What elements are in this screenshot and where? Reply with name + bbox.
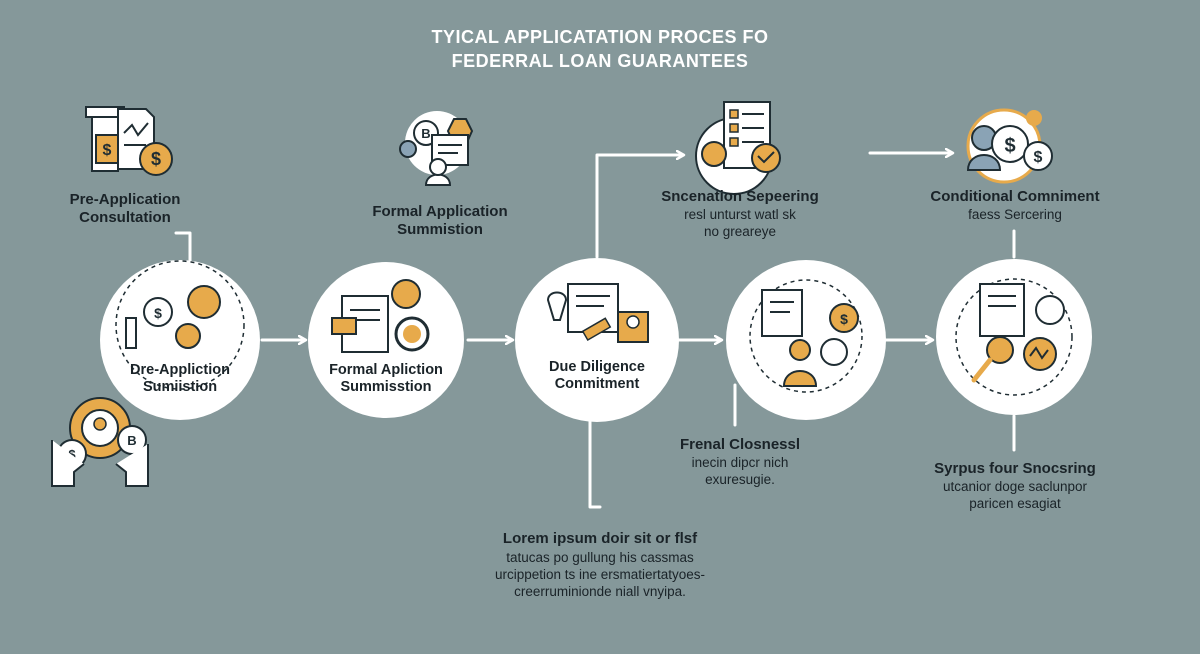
formal-application-label: Formal Application Summistion: [372, 203, 508, 238]
money-document-icon: $ $: [85, 106, 173, 176]
globe-icon: [820, 338, 848, 366]
step4-circle: $: [726, 260, 886, 420]
svg-text:B: B: [421, 126, 430, 141]
svg-text:$: $: [840, 311, 848, 327]
step3-circle: [515, 258, 679, 422]
person-icon: [391, 279, 421, 309]
checklist-document-icon: [695, 101, 781, 195]
conditional-commitment-description: faess Sercering: [968, 207, 1062, 222]
screening-label: Sncenation Sepeering: [661, 188, 819, 205]
person-icon: [626, 315, 640, 329]
arrow-step3-to-top: [595, 155, 683, 259]
svg-text:$: $: [151, 149, 161, 169]
hands-gears-icon: $ B: [51, 397, 149, 487]
svg-text:$: $: [1004, 135, 1015, 157]
people-collaboration-icon: B: [399, 111, 474, 186]
coin-seal-icon: $ $: [966, 108, 1053, 184]
final-closing-label: Frenal Closnessl: [679, 436, 801, 453]
final-closing-description: inecin dipcr nich exuresugie.: [691, 455, 789, 487]
connectors: [174, 153, 1016, 509]
svg-text:$: $: [1034, 149, 1043, 166]
svg-text:B: B: [127, 433, 136, 448]
step2-label: Formal Apliction Summisstion: [329, 362, 443, 395]
coin-icon: [829, 303, 859, 333]
person-icon: [1035, 295, 1065, 325]
step5-circle: [936, 259, 1092, 415]
connector-step3-to-bottom: [588, 420, 602, 509]
magnifier-icon: [986, 336, 1014, 364]
step2-circle: [308, 262, 464, 418]
step1-circle: $: [100, 260, 260, 420]
screening-description: resl unturst watl sk no greareye: [684, 207, 796, 239]
person-icon: [789, 339, 811, 361]
diagram-title-line2: FEDERRAL LOAN GUARANTEES: [451, 51, 749, 71]
svg-text:$: $: [154, 305, 162, 321]
svg-text:$: $: [103, 142, 112, 159]
bottom-step-label: Lorem ipsum doir sit or flsf: [502, 530, 698, 547]
diagram-title-line1: TYICAL APPLICATATION PROCES FO: [431, 27, 769, 47]
bottom-step-description: tatucas po gullung his cassmas urcippeti…: [494, 550, 706, 599]
person-icon: [187, 285, 221, 319]
pre-application-consultation-label: Pre-Application Consultation: [69, 191, 181, 226]
step3-label: Due Diligence Conmitment: [549, 359, 645, 392]
surplus-screening-label: Syrpus four Snocsring: [934, 460, 1096, 477]
conditional-commitment-label: Conditional Comniment: [930, 188, 1100, 205]
step1-label: Dre-Appliction Sumiistion: [130, 362, 230, 395]
surplus-screening-description: utcanior doge saclunpor paricen esagiat: [942, 479, 1088, 511]
svg-text:$: $: [68, 447, 76, 462]
connector-consultation-to-circle1: [174, 231, 192, 264]
